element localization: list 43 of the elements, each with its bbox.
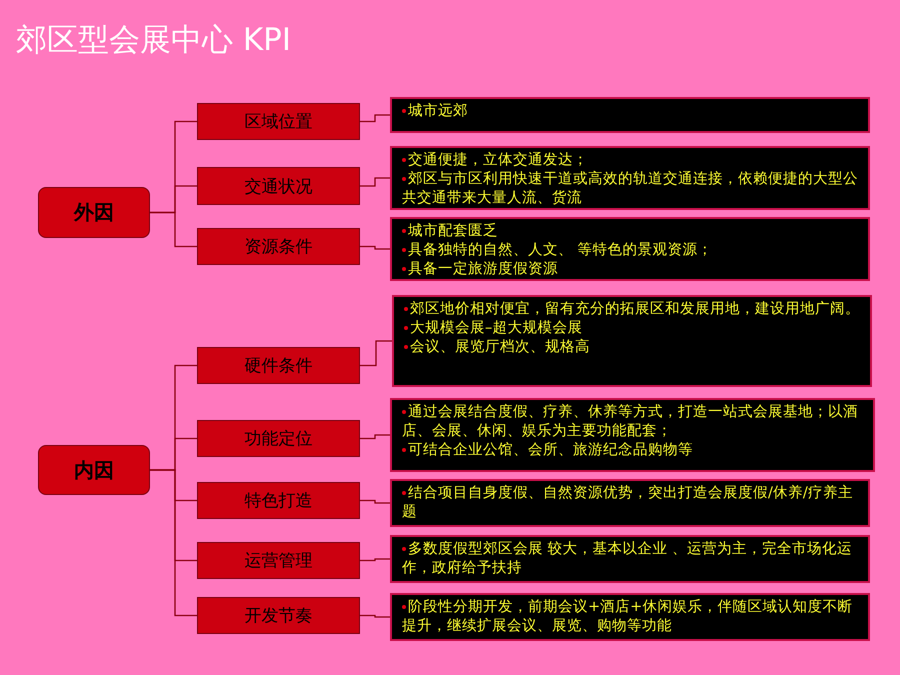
connector-line: [360, 114, 390, 122]
bullet-text: 郊区与市区利用快速干道或高效的轨道交通连接，依赖便捷的大型公共交通带来大量人流、货流: [402, 170, 860, 208]
factor-box: 资源条件: [197, 228, 360, 265]
factor-box: 硬件条件: [197, 347, 360, 384]
connector-line: [360, 246, 390, 250]
connector-line: [360, 500, 390, 504]
bullet-text: 郊区地价相对便宜，留有充分的拓展区和发展用地，建设用地广阔。: [404, 300, 862, 319]
factor-box: 区域位置: [197, 103, 360, 140]
bullet-text: 交通便捷，立体交通发达；: [402, 151, 860, 170]
bullet-text: 结合项目自身度假、自然资源优势，突出打造会展度假/休养/疗养主题: [402, 484, 860, 522]
connector-line: [360, 614, 390, 618]
bullet-text: 多数度假型郊区会展 较大，基本以企业 、运营为主，完全市场化运作，政府给予扶持: [402, 540, 860, 578]
description-box: [390, 97, 870, 133]
description-box: [390, 398, 875, 472]
factor-box: 交通状况: [197, 167, 360, 205]
description-box: [390, 535, 870, 583]
bullet-text: 阶段性分期开发，前期会议+酒店+休闲娱乐，伴随区域认知度不断提升，继续扩展会议、展览、购物等功能: [402, 598, 860, 636]
connector-line: [150, 469, 197, 616]
description-box: [390, 593, 870, 641]
description-box: [390, 146, 870, 210]
bullet-text: 可结合企业公馆、会所、旅游纪念品购物等: [402, 441, 865, 460]
connector-line: [360, 340, 392, 366]
bullet-text: 具备一定旅游度假资源: [402, 260, 860, 279]
bullet-text: 城市远郊: [402, 102, 860, 121]
factor-box: 开发节奏: [197, 597, 360, 634]
connector-line: [360, 177, 390, 187]
connector-line: [150, 212, 197, 248]
bullet-text: 城市配套匮乏: [402, 222, 860, 241]
bullet-text: 会议、展览厅档次、规格高: [404, 338, 862, 357]
factor-box: 运营管理: [197, 542, 360, 579]
connector-line: [360, 434, 390, 440]
bullet-text: 通过会展结合度假、疗养、休养等方式，打造一站式会展基地；以酒店、会展、休闲、娱乐为主要功能配套；: [402, 403, 865, 441]
description-box: [392, 295, 872, 387]
bullet-text: 大规模会展–超大规模会展: [404, 319, 862, 338]
title: 郊区型会展中心 KPI: [16, 22, 292, 60]
connector-line: [360, 558, 390, 562]
factor-box: 功能定位: [197, 420, 360, 457]
description-box: [390, 479, 870, 527]
factor-box: 特色打造: [197, 482, 360, 519]
category-box: 内因: [38, 445, 150, 495]
category-box: 外因: [38, 187, 150, 238]
bullet-text: 具备独特的自然、人文、 等特色的景观资源；: [402, 241, 860, 260]
description-box: [390, 217, 870, 281]
